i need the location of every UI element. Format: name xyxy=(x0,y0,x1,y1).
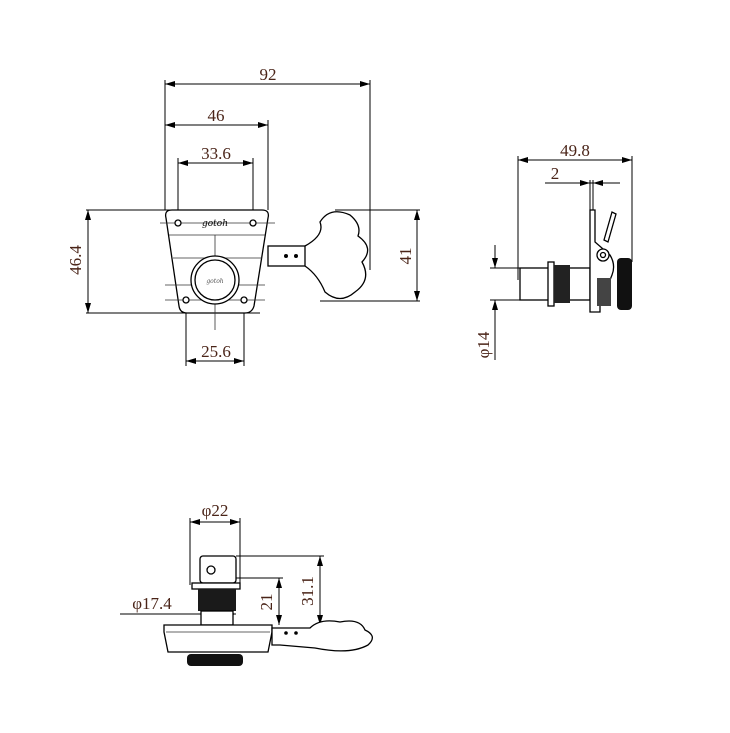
dim-label-33-6: 33.6 xyxy=(201,144,231,163)
dim-label-46-4: 46.4 xyxy=(66,245,85,275)
screw-hole xyxy=(249,219,257,227)
side-view: 49.8 2 φ14 xyxy=(474,141,633,360)
cloverleaf-button xyxy=(271,620,373,652)
cloverleaf-button xyxy=(304,211,369,300)
tuning-knob xyxy=(187,654,243,666)
dim-label-49-8: 49.8 xyxy=(560,141,590,160)
button-shaft xyxy=(267,245,311,267)
knurled-nut xyxy=(554,265,570,303)
logo: gotoh xyxy=(202,219,228,229)
knurled-nut xyxy=(198,589,236,611)
dim-label-46: 46 xyxy=(208,106,225,125)
dim-label-phi17-4: φ17.4 xyxy=(132,594,172,613)
dim-label-41: 41 xyxy=(396,248,415,265)
screw-hole xyxy=(182,296,190,304)
tuning-knob xyxy=(617,258,632,310)
dim-label-2: 2 xyxy=(551,164,560,183)
bushing-logo: gotoh xyxy=(206,278,223,285)
dim-label-21: 21 xyxy=(257,594,276,611)
dim-label-31-1: 31.1 xyxy=(298,576,317,606)
screw-hole xyxy=(174,219,182,227)
string-post-top xyxy=(199,555,237,584)
dim-label-92: 92 xyxy=(260,65,277,84)
bottom-view: φ22 φ17.4 21 31.1 xyxy=(120,501,373,666)
dim-label-25-6: 25.6 xyxy=(201,342,231,361)
gear xyxy=(597,278,611,306)
dim-label-phi14: φ14 xyxy=(474,331,493,358)
dim-label-phi22: φ22 xyxy=(202,501,229,520)
screw-hole xyxy=(240,296,248,304)
bushing-inner xyxy=(194,259,236,301)
base-plate xyxy=(163,624,273,653)
top-view: gotoh gotoh 92 46 33.6 25.6 46.4 41 xyxy=(66,65,420,366)
